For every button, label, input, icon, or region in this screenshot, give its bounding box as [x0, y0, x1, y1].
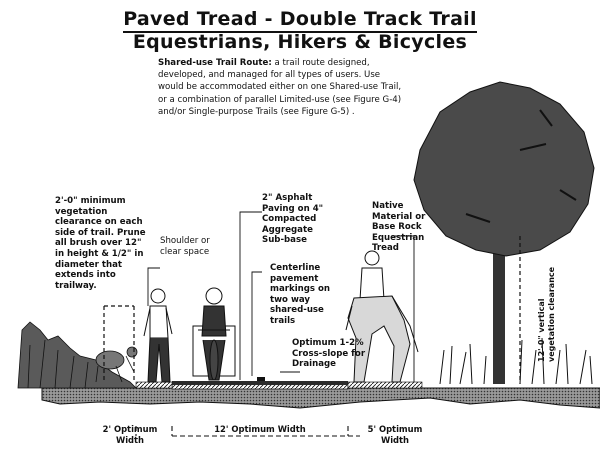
vertical-clearance-note: 12'-0" vertical vegetation clearance — [537, 266, 556, 362]
trail-description: Shared-use Trail Route: a trail route de… — [158, 57, 403, 118]
crouching-hiker — [95, 346, 138, 383]
left-vegetation — [17, 321, 137, 389]
equestrian-width: 5' Optimum Width — [360, 424, 430, 445]
centerline-note: Centerline pavement markings on two way … — [270, 263, 331, 326]
cross-slope-note: Optimum 1-2% Cross-slope for Drainage — [292, 338, 366, 370]
standing-hiker — [143, 288, 173, 383]
centerline-marking — [257, 377, 265, 381]
diagram-subtitle: Equestrians, Hikers & Bicycles — [132, 31, 468, 53]
asphalt-note: 2" Asphalt Paving on 4" Compacted Aggreg… — [262, 193, 324, 246]
right-grass — [439, 337, 593, 385]
equestrian-tread — [347, 381, 423, 389]
left-shoulder — [135, 381, 173, 389]
diagram-title: Paved Tread - Double Track Trail — [0, 8, 600, 33]
native-material-note: Native Material or Base Rock Equestrian … — [372, 201, 426, 254]
cyclist — [192, 287, 236, 381]
vegetation-clearance-note: 2'-0" minimum vegetation clearance on ea… — [55, 196, 146, 291]
asphalt-paving — [172, 381, 348, 385]
left-shoulder-width: 2' Optimum Width — [102, 424, 158, 445]
tree — [413, 81, 595, 384]
clearance-markers — [103, 236, 521, 384]
shoulder-note: Shoulder or clear space — [160, 236, 210, 257]
leader-lines — [147, 211, 415, 382]
description-text: a trail route designed, developed, and m… — [158, 58, 402, 117]
ground-profile — [41, 387, 600, 409]
description-term: Shared-use Trail Route: — [158, 58, 272, 68]
trail-width: 12' Optimum Width — [210, 424, 310, 435]
equestrian-rider — [345, 250, 419, 383]
